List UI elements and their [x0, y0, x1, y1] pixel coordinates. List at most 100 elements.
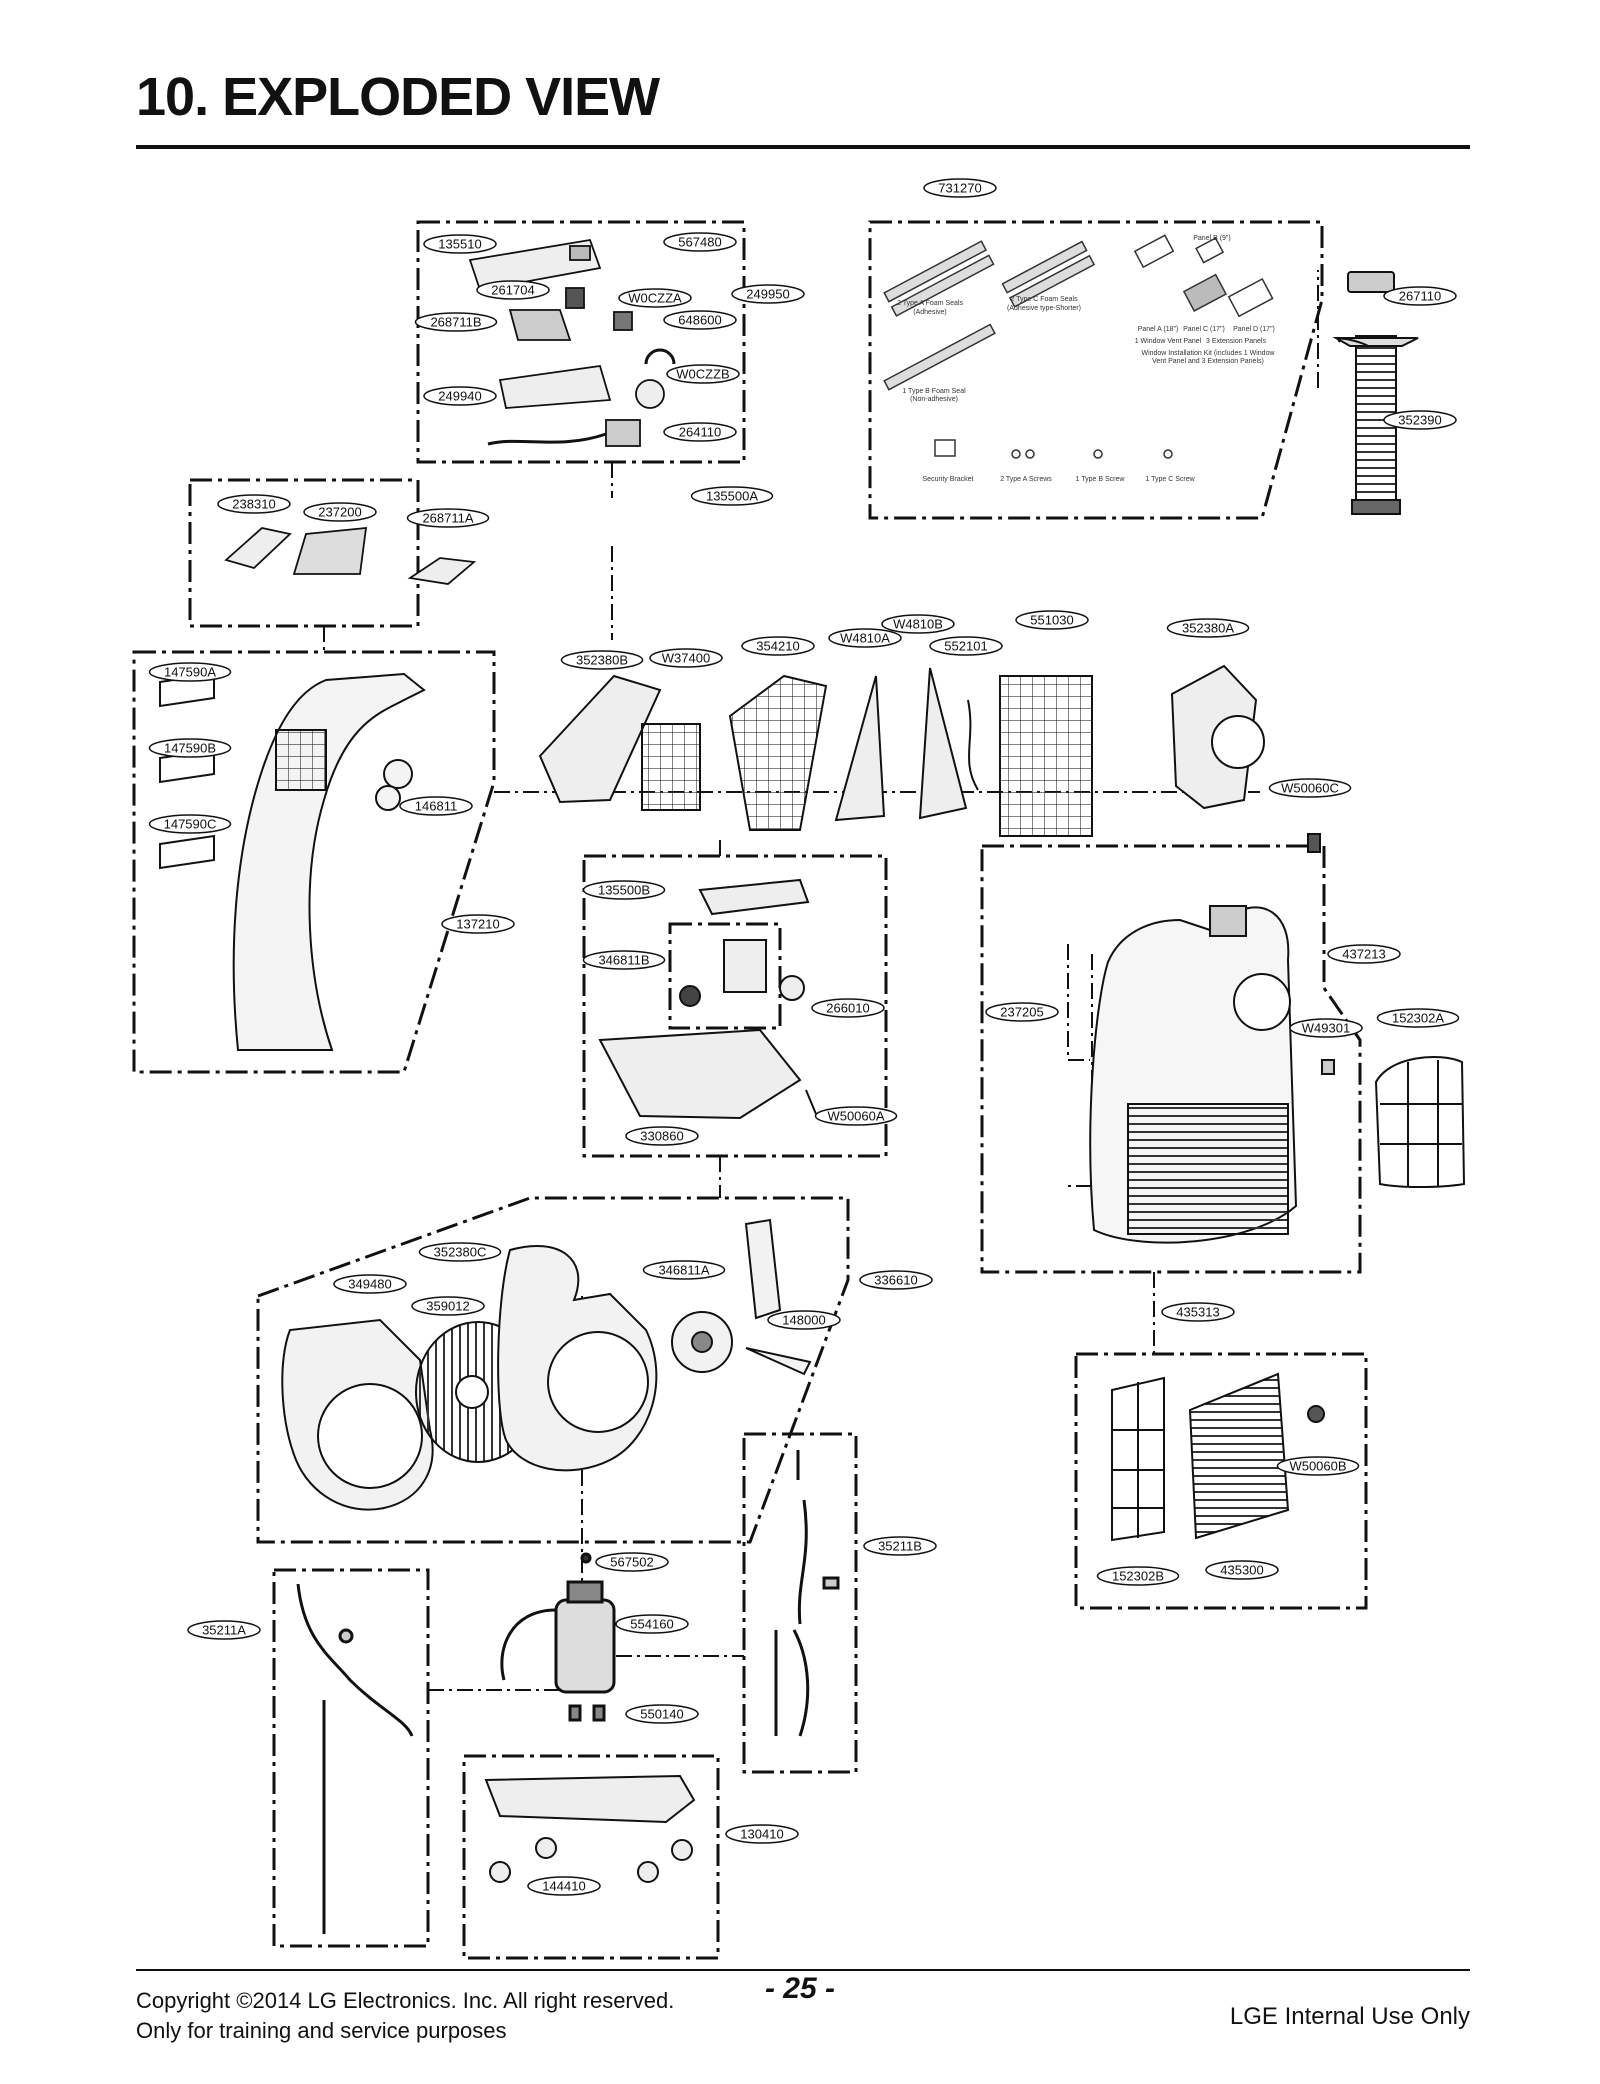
- part-number-144410: 144410: [542, 1879, 585, 1894]
- kit-vent-panel: 1 Window Vent Panel: [1135, 338, 1202, 345]
- part-number-731270: 731270: [938, 181, 981, 196]
- part-number-147590A: 147590A: [164, 665, 216, 680]
- part-number-147590C: 147590C: [164, 817, 217, 832]
- group-box-tube-a: [272, 1568, 430, 1948]
- callout-oval: [741, 636, 815, 656]
- footer-rule: [136, 1969, 1470, 1971]
- callout-oval: [881, 614, 955, 634]
- part-number-130410: 130410: [740, 1827, 783, 1842]
- part-number-W0CZZA: W0CZZA: [628, 291, 682, 306]
- callout-oval: [582, 880, 666, 900]
- kit-seal-b-sub: (Non-adhesive): [910, 396, 958, 403]
- kit-panel-b: Panel B (9"): [1193, 235, 1231, 242]
- part-number-135500A: 135500A: [706, 489, 758, 504]
- callout-oval: [1205, 1560, 1279, 1580]
- part-number-W4810A: W4810A: [840, 631, 890, 646]
- part-number-147590B: 147590B: [164, 741, 216, 756]
- part-number-W50060A: W50060A: [827, 1109, 884, 1124]
- kit-install-2: Vent Panel and 3 Extension Panels): [1152, 358, 1264, 365]
- part-number-35211A: 35211A: [202, 1623, 246, 1638]
- part-number-349480: 349480: [348, 1277, 391, 1292]
- group-box-control: [416, 220, 746, 464]
- filter-group-illustration: [1111, 1372, 1325, 1542]
- part-number-237205: 237205: [1000, 1005, 1043, 1020]
- part-number-W0CZZB: W0CZZB: [676, 367, 729, 382]
- part-number-237200: 237200: [318, 505, 361, 520]
- kit-seal-a-sub: (Adhesive): [913, 309, 946, 316]
- callout-oval: [148, 738, 232, 758]
- control-parts-illustration: [468, 238, 676, 447]
- part-number-551030: 551030: [1030, 613, 1073, 628]
- group-box-base: [462, 1754, 720, 1960]
- part-number-437213: 437213: [1342, 947, 1385, 962]
- callout-oval: [441, 914, 515, 934]
- callout-oval: [411, 1296, 485, 1316]
- part-number-249940: 249940: [438, 389, 481, 404]
- kit-screw-b: 1 Type B Screw: [1076, 476, 1126, 483]
- part-number-336610: 336610: [874, 1273, 917, 1288]
- part-number-552101: 552101: [944, 639, 987, 654]
- group-box-front-panel: [188, 478, 420, 628]
- window-kit-text: 2 Type A Foam Seals (Adhesive) 2 Type C …: [897, 235, 1275, 483]
- callout-oval: [814, 1106, 898, 1126]
- blower-illustration: [281, 1218, 812, 1511]
- kit-seal-b: 1 Type B Foam Seal: [902, 388, 966, 395]
- kit-bracket: Security Bracket: [923, 476, 974, 483]
- base-pan-illustration: [484, 1774, 696, 1883]
- part-number-35211B: 35211B: [878, 1539, 922, 1554]
- callout-oval: [618, 288, 692, 308]
- callout-oval: [625, 1704, 699, 1724]
- callout-oval: [187, 1620, 261, 1640]
- callout-oval: [1289, 1018, 1363, 1038]
- callout-oval: [663, 232, 737, 252]
- side-filter-illustration: [1374, 1056, 1466, 1188]
- part-number-268711A: 268711A: [422, 511, 473, 526]
- drain-pan-illustration: [598, 878, 817, 1120]
- kit-install-1: Window Installation Kit (includes 1 Wind…: [1141, 350, 1275, 357]
- part-number-249950: 249950: [746, 287, 789, 302]
- window-kit-illustration: [883, 234, 1274, 459]
- group-box-drain: [582, 854, 888, 1158]
- kit-seal-c: 2 Type C Foam Seals: [1010, 296, 1078, 303]
- callout-oval: [476, 280, 550, 300]
- callout-oval: [828, 628, 902, 648]
- part-number-435313: 435313: [1176, 1305, 1219, 1320]
- group-box-blower: [256, 1196, 850, 1544]
- part-number-238310: 238310: [232, 497, 275, 512]
- callout-oval: [414, 312, 498, 332]
- footer-internal: LGE Internal Use Only: [1229, 2003, 1470, 2030]
- part-number-W4810B: W4810B: [893, 617, 943, 632]
- header-rule: [136, 145, 1470, 149]
- group-box-window-kit: [868, 220, 1324, 520]
- footer-training: Only for training and service purposes: [136, 2018, 507, 2043]
- callout-oval: [923, 178, 997, 198]
- part-number-648600: 648600: [678, 313, 721, 328]
- callout-oval: [1268, 778, 1352, 798]
- part-number-152302A: 152302A: [1392, 1011, 1444, 1026]
- part-number-554160: 554160: [630, 1617, 673, 1632]
- footer-copyright-block: Copyright ©2014 LG Electronics. Inc. All…: [136, 1986, 674, 2046]
- part-number-346811A: 346811A: [658, 1263, 709, 1278]
- part-number-352390: 352390: [1398, 413, 1441, 428]
- part-number-268711B: 268711B: [430, 315, 481, 330]
- part-number-261704: 261704: [491, 283, 534, 298]
- callout-oval: [333, 1274, 407, 1294]
- callout-oval: [615, 1614, 689, 1634]
- kit-panel-d: Panel D (17"): [1233, 326, 1275, 333]
- callout-oval: [595, 1552, 669, 1572]
- part-number-266010: 266010: [826, 1001, 869, 1016]
- callout-oval: [148, 662, 232, 682]
- callout-oval: [1383, 410, 1457, 430]
- group-box-motor-sub: [668, 922, 782, 1030]
- callout-oval: [663, 422, 737, 442]
- kit-panel-a: Panel A (18"): [1138, 326, 1179, 333]
- callout-oval: [423, 234, 497, 254]
- part-number-354210: 354210: [756, 639, 799, 654]
- kit-panel-c: Panel C (17"): [1183, 326, 1225, 333]
- page-title: 10. EXPLODED VIEW: [136, 67, 660, 127]
- part-number-359012: 359012: [426, 1299, 469, 1314]
- callout-oval: [399, 796, 473, 816]
- kit-seal-a: 2 Type A Foam Seals: [897, 300, 964, 307]
